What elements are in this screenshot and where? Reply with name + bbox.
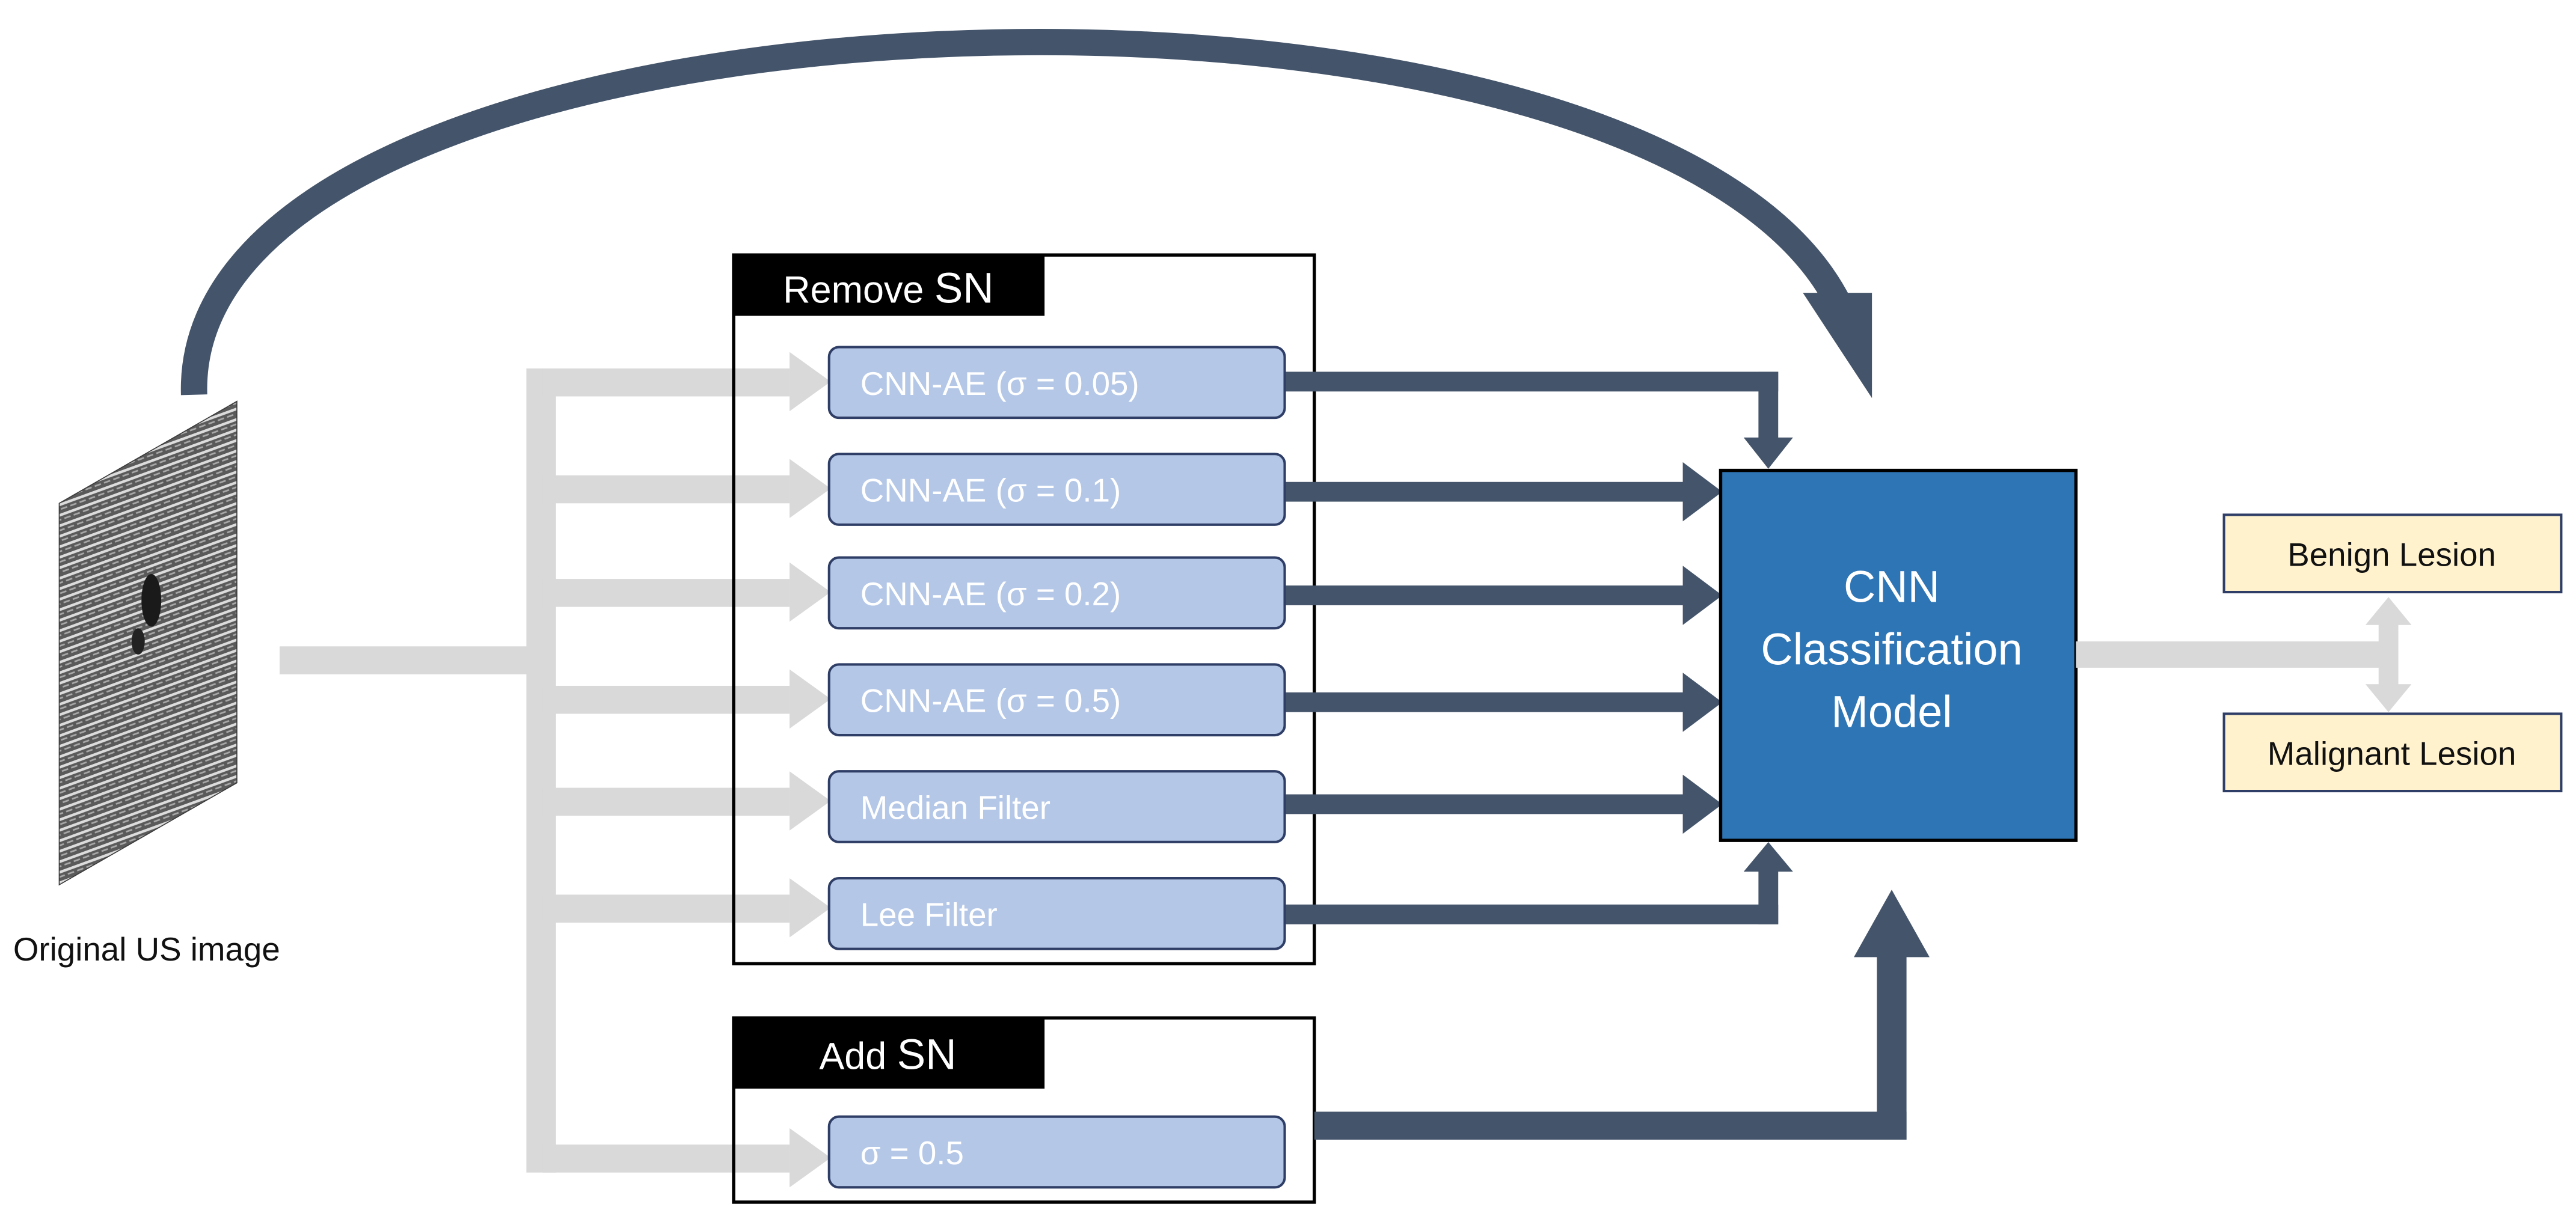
input-image — [58, 400, 238, 886]
remove-group-title-prefix: Remove — [783, 269, 934, 311]
benign-box — [2222, 513, 2563, 594]
filter-box-cnn-ae-0-05 — [827, 346, 1286, 420]
filter-label: Lee Filter — [860, 896, 998, 933]
filter-label: Median Filter — [860, 789, 1050, 826]
benign-label: Benign Lesion — [2287, 536, 2496, 573]
filter-box-cnn-ae-0-5 — [827, 663, 1286, 737]
filter-label: CNN-AE (σ = 0.05) — [860, 365, 1139, 402]
filter-label: CNN-AE (σ = 0.5) — [860, 682, 1121, 719]
add-group-label-bg — [734, 1018, 1045, 1089]
model-title-line3: Model — [1831, 686, 1952, 736]
filter-box-cnn-ae-0-2 — [827, 556, 1286, 630]
input-caption: Original US image — [13, 930, 280, 968]
add-noise-box — [827, 1115, 1286, 1189]
model-title-line1: CNN — [1844, 561, 1940, 611]
add-group-title-prefix: Add — [819, 1035, 897, 1077]
add-noise-label: σ = 0.5 — [860, 1134, 964, 1172]
malignant-label: Malignant Lesion — [2268, 735, 2516, 772]
filter-label: CNN-AE (σ = 0.1) — [860, 472, 1121, 509]
distribution-arrows — [280, 352, 831, 1188]
add-group-title-suffix: SN — [897, 1031, 957, 1078]
remove-group-label-bg — [734, 255, 1045, 316]
add-group-title: Add SN — [819, 1031, 956, 1078]
skip-curve-arrow — [180, 29, 1851, 396]
cnn-model-box — [1719, 468, 2078, 842]
filter-box-lee — [827, 876, 1286, 950]
filter-label: CNN-AE (σ = 0.2) — [860, 575, 1121, 613]
filter-box-median — [827, 770, 1286, 843]
down-arrowhead — [2365, 684, 2412, 712]
model-output-arrow — [2076, 641, 2389, 668]
malignant-box — [2222, 712, 2563, 793]
remove-group-title-suffix: SN — [934, 265, 994, 313]
filter-box-cnn-ae-0-1 — [827, 453, 1286, 526]
model-input-arrows — [1284, 371, 1930, 1140]
model-title-line2: Classification — [1761, 624, 2022, 674]
remove-group-title: Remove SN — [783, 265, 994, 313]
up-arrowhead — [2365, 597, 2412, 625]
skip-curve-arrowhead — [1803, 293, 1872, 399]
trunk-horizontal — [280, 646, 543, 674]
ultrasound-image-icon — [59, 401, 237, 885]
remove-group-items: CNN-AE (σ = 0.05) CNN-AE (σ = 0.1) CNN-A… — [827, 346, 1286, 950]
output-arrows — [2076, 597, 2412, 712]
